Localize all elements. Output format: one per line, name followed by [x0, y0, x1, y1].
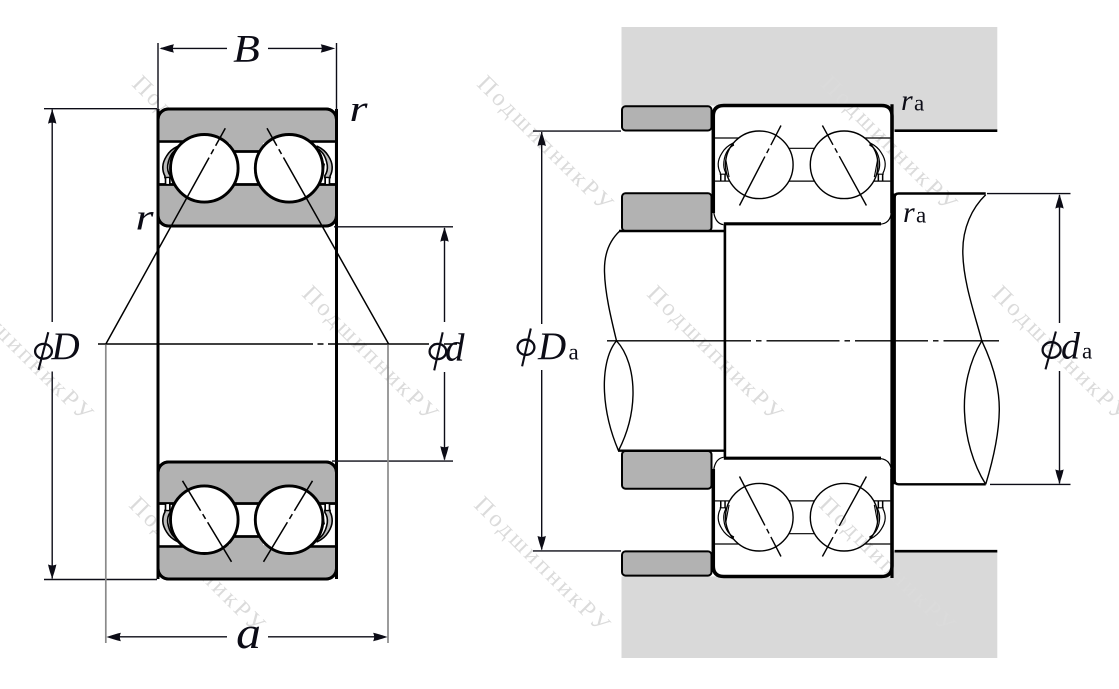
svg-text:D: D [51, 325, 80, 368]
svg-text:r: r [901, 84, 913, 117]
svg-text:a: a [914, 91, 924, 116]
svg-text:D: D [537, 325, 566, 368]
svg-text:B: B [233, 27, 260, 70]
svg-text:d: d [445, 327, 465, 370]
svg-text:a: a [236, 608, 261, 659]
svg-text:r: r [136, 198, 155, 239]
svg-text:d: d [1061, 326, 1081, 368]
svg-text:a: a [569, 340, 579, 365]
svg-text:r: r [350, 89, 369, 130]
svg-text:a: a [916, 203, 926, 228]
svg-text:a: a [1082, 339, 1092, 364]
svg-text:r: r [903, 196, 915, 229]
